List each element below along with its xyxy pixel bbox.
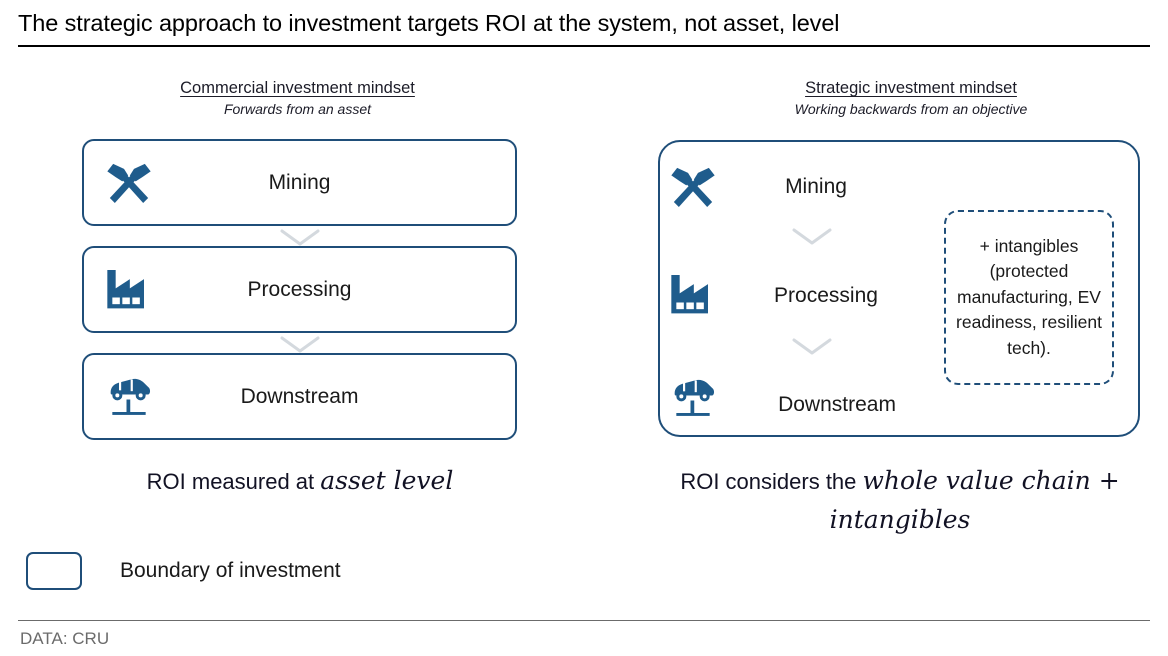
right-caption-emphasis: whole value chain + intangibles xyxy=(829,466,1120,534)
left-caption-emphasis: asset level xyxy=(320,466,454,495)
stage-box-mining[interactable]: Mining xyxy=(82,139,517,226)
right-caption: ROI considers the whole value chain + in… xyxy=(650,462,1150,540)
car-on-lift-icon xyxy=(674,379,715,416)
right-column-header: Strategic investment mindset Working bac… xyxy=(762,78,1060,119)
car-on-lift-icon xyxy=(110,378,151,415)
stage-label-mining: Mining xyxy=(785,175,847,198)
crossed-hammers-icon xyxy=(107,163,151,203)
stage-label-processing: Processing xyxy=(774,284,878,307)
page-title: The strategic approach to investment tar… xyxy=(18,10,840,36)
factory-icon xyxy=(671,275,708,314)
chevron-down-icon xyxy=(792,228,832,245)
stage-label-downstream: Downstream xyxy=(240,384,359,408)
stage-label-downstream: Downstream xyxy=(778,393,896,416)
stage-label-mining: Mining xyxy=(268,170,331,194)
left-caption-plain: ROI measured at xyxy=(146,469,321,494)
left-column-subheading: Forwards from an asset xyxy=(223,101,372,117)
left-caption: ROI measured at asset level xyxy=(55,462,545,501)
left-column-header: Commercial investment mindset Forwards f… xyxy=(160,78,435,119)
intangibles-note: + intangibles (protected manufacturing, … xyxy=(956,235,1102,358)
page-title-wrapper: The strategic approach to investment tar… xyxy=(18,8,1150,38)
stage-label-processing: Processing xyxy=(247,277,352,301)
right-column-subheading: Working backwards from an objective xyxy=(794,101,1028,117)
chevron-down-icon xyxy=(280,336,320,353)
stage-box-downstream[interactable]: Downstream xyxy=(82,353,517,440)
intangibles-callout-box[interactable]: + intangibles (protected manufacturing, … xyxy=(944,210,1114,385)
footer-divider xyxy=(18,620,1150,621)
left-column-heading: Commercial investment mindset xyxy=(180,79,415,97)
factory-icon xyxy=(107,269,144,308)
chevron-down-icon xyxy=(280,229,320,246)
legend: Boundary of investment xyxy=(26,552,341,590)
legend-swatch-boundary xyxy=(26,552,82,590)
footer-source: DATA: CRU xyxy=(20,629,110,648)
title-divider xyxy=(18,45,1150,47)
crossed-hammers-icon xyxy=(671,167,715,207)
legend-label: Boundary of investment xyxy=(120,559,341,582)
right-caption-plain: ROI considers the xyxy=(680,469,863,494)
right-column-heading: Strategic investment mindset xyxy=(805,79,1017,97)
stage-box-processing[interactable]: Processing xyxy=(82,246,517,333)
chevron-down-icon xyxy=(792,338,832,355)
